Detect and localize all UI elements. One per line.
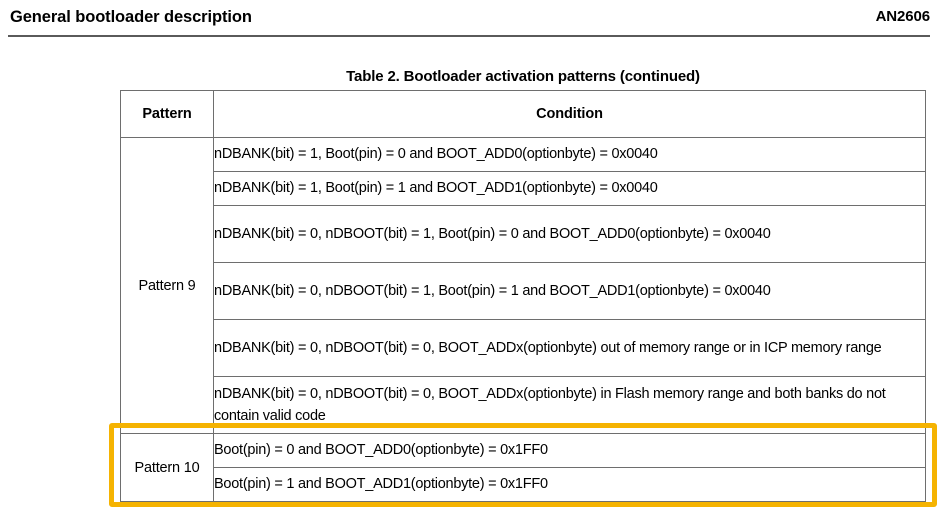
pattern-label-cell: Pattern 9	[120, 137, 214, 434]
condition-cell: nDBANK(bit) = 1, Boot(pin) = 1 and BOOT_…	[213, 171, 926, 206]
table-header-row: Pattern Condition	[120, 90, 926, 138]
table-row: nDBANK(bit) = 0, nDBOOT(bit) = 0, BOOT_A…	[121, 319, 926, 377]
header-divider-rule	[8, 35, 930, 37]
table-row: nDBANK(bit) = 0, nDBOOT(bit) = 1, Boot(p…	[121, 205, 926, 263]
table-row: nDBANK(bit) = 1, Boot(pin) = 1 and BOOT_…	[121, 171, 926, 206]
pattern-label-cell: Pattern 10	[120, 433, 214, 502]
table-row: Pattern 9 nDBANK(bit) = 1, Boot(pin) = 0…	[120, 137, 926, 434]
table-caption: Table 2. Bootloader activation patterns …	[346, 68, 700, 85]
condition-cell: nDBANK(bit) = 0, nDBOOT(bit) = 1, Boot(p…	[213, 205, 926, 263]
table-row: Boot(pin) = 1 and BOOT_ADD1(optionbyte) …	[121, 467, 926, 502]
page-title: General bootloader description	[10, 8, 252, 26]
condition-cell: Boot(pin) = 0 and BOOT_ADD0(optionbyte) …	[213, 433, 926, 468]
condition-cell: nDBANK(bit) = 0, nDBOOT(bit) = 0, BOOT_A…	[213, 376, 926, 434]
table-header: Pattern Condition	[120, 90, 926, 138]
bootloader-activation-patterns-table: Pattern Condition Pattern 9 nDBANK(bit) …	[120, 90, 926, 502]
column-header-condition: Condition	[213, 90, 926, 138]
table-row: nDBANK(bit) = 0, nDBOOT(bit) = 0, BOOT_A…	[121, 376, 926, 434]
page-header: General bootloader description AN2606	[0, 0, 940, 40]
document-reference: AN2606	[875, 8, 931, 25]
table-row: Pattern 10 Boot(pin) = 0 and BOOT_ADD0(o…	[120, 433, 926, 502]
table-row: nDBANK(bit) = 0, nDBOOT(bit) = 1, Boot(p…	[121, 262, 926, 320]
table-body: Pattern 9 nDBANK(bit) = 1, Boot(pin) = 0…	[120, 137, 926, 502]
condition-cell: nDBANK(bit) = 1, Boot(pin) = 0 and BOOT_…	[213, 137, 926, 172]
column-header-pattern: Pattern	[120, 90, 214, 138]
condition-cell: nDBANK(bit) = 0, nDBOOT(bit) = 0, BOOT_A…	[213, 319, 926, 377]
condition-cell: nDBANK(bit) = 0, nDBOOT(bit) = 1, Boot(p…	[213, 262, 926, 320]
condition-cell: Boot(pin) = 1 and BOOT_ADD1(optionbyte) …	[213, 467, 926, 502]
